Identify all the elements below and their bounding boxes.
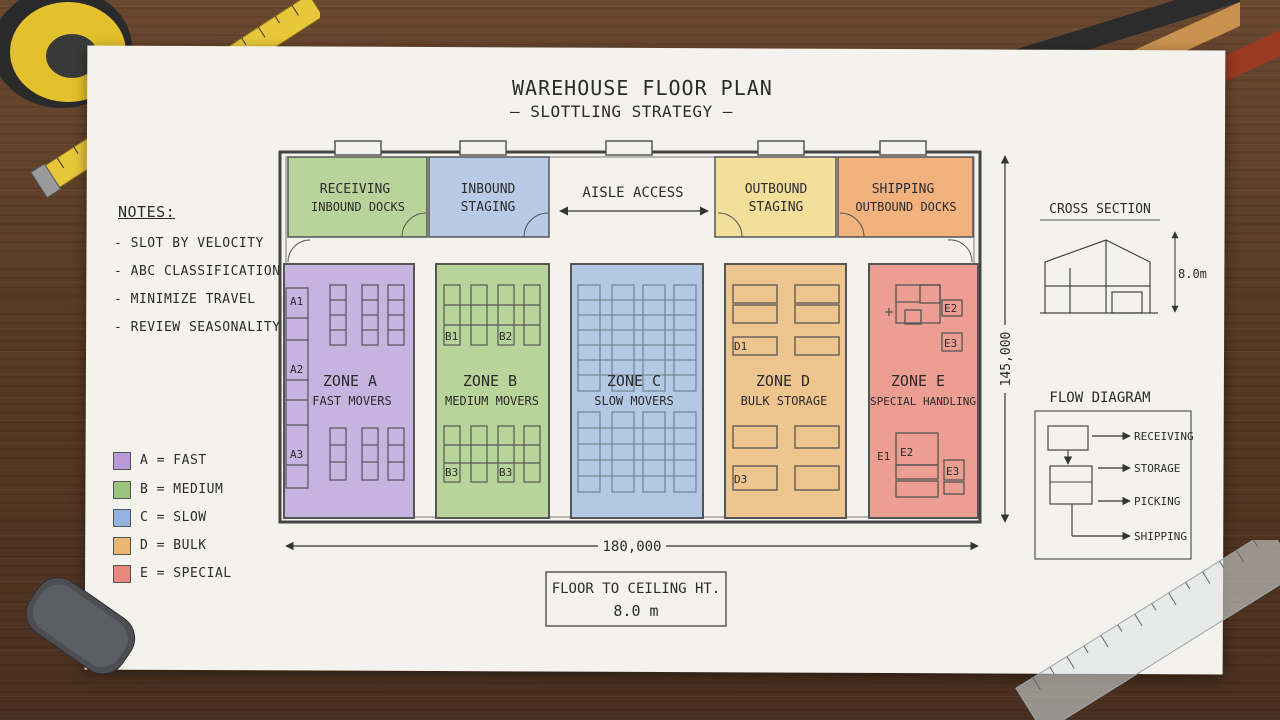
- slot-label: E2: [944, 302, 957, 315]
- plan-title: WAREHOUSE FLOOR PLAN: [512, 76, 773, 100]
- room-inbound-staging: [428, 156, 550, 238]
- zone-e-blocks: [885, 284, 965, 498]
- slot-label: A2: [290, 363, 303, 376]
- flow-step: RECEIVING: [1134, 430, 1194, 443]
- zone-a-desc: FAST MOVERS: [312, 394, 391, 408]
- room-receiving: [287, 156, 428, 238]
- note-item: - REVIEW SEASONALITY: [114, 320, 281, 335]
- room-outbound-line1: OUTBOUND: [745, 182, 808, 197]
- legend-label-b: B = MEDIUM: [140, 482, 224, 497]
- flow-step: SHIPPING: [1134, 530, 1187, 543]
- legend-swatch-e: [113, 565, 131, 583]
- note-item: - ABC CLASSIFICATION: [114, 264, 281, 279]
- aisle-access-label: AISLE ACCESS: [582, 185, 683, 201]
- room-shipping-line2: OUTBOUND DOCKS: [855, 200, 956, 214]
- ceiling-box: [545, 571, 727, 627]
- ruler: [1015, 540, 1280, 720]
- zone-c-name: ZONE C: [607, 372, 661, 390]
- flow-step: STORAGE: [1134, 462, 1180, 475]
- slot-label: B1: [445, 330, 458, 343]
- zone-e-desc: SPECIAL HANDLING: [870, 395, 976, 408]
- room-receiving-line2: INBOUND DOCKS: [311, 200, 405, 214]
- room-outbound-staging: [714, 156, 837, 238]
- legend-swatch-b: [113, 481, 131, 499]
- slot-label: E2: [900, 446, 913, 459]
- legend-label-a: A = FAST: [140, 453, 207, 468]
- legend-swatch-c: [113, 509, 131, 527]
- zone-d-name: ZONE D: [756, 372, 810, 390]
- dock-doors: [334, 140, 927, 156]
- legend-swatch-a: [113, 452, 131, 470]
- legend-swatch-d: [113, 537, 131, 555]
- legend-label-e: E = SPECIAL: [140, 566, 232, 581]
- legend-label-c: C = SLOW: [140, 510, 207, 525]
- zone-d-blocks: [732, 284, 840, 491]
- zone-e-name: ZONE E: [891, 372, 945, 390]
- cross-section-height: 8.0m: [1178, 267, 1207, 281]
- flow-diagram-title: FLOW DIAGRAM: [1049, 390, 1150, 406]
- eraser: [25, 577, 136, 675]
- zone-a-name: ZONE A: [323, 372, 377, 390]
- width-dimension: 180,000: [602, 539, 661, 555]
- zone-a-racks: [285, 284, 405, 489]
- zone-d-desc: BULK STORAGE: [741, 394, 828, 408]
- room-shipping: [837, 156, 974, 238]
- plan-subtitle: — SLOTTLING STRATEGY —: [510, 102, 733, 121]
- zone-b-desc: MEDIUM MOVERS: [445, 394, 539, 408]
- slot-label: B3: [445, 466, 458, 479]
- room-outbound-line2: STAGING: [749, 200, 804, 215]
- note-item: - MINIMIZE TRAVEL: [114, 292, 256, 307]
- cross-section-drawing: [1040, 239, 1158, 314]
- zone-c-racks: [577, 284, 697, 493]
- length-dimension: 145,000: [999, 332, 1014, 387]
- slot-label: E3: [944, 337, 957, 350]
- zone-c-desc: SLOW MOVERS: [594, 394, 673, 408]
- flow-step: PICKING: [1134, 495, 1180, 508]
- slot-label: A3: [290, 448, 303, 461]
- room-inbound-line1: INBOUND: [461, 182, 516, 197]
- flow-diagram-box: [1034, 410, 1192, 560]
- slot-label: A1: [290, 295, 303, 308]
- slot-label: E3: [946, 465, 959, 478]
- zone-e: [868, 263, 979, 519]
- zone-b-racks: [443, 284, 541, 483]
- zone-b-name: ZONE B: [463, 372, 517, 390]
- room-receiving-line1: RECEIVING: [320, 182, 391, 197]
- legend-label-d: D = BULK: [140, 538, 207, 553]
- slot-label: D1: [734, 340, 747, 353]
- zone-b: [435, 263, 550, 519]
- slot-label: B2: [499, 330, 512, 343]
- zone-a: [283, 263, 415, 519]
- slot-label: D3: [734, 473, 747, 486]
- slot-label: E1: [877, 450, 890, 463]
- room-shipping-line1: SHIPPING: [872, 182, 935, 197]
- ceiling-label: FLOOR TO CEILING HT.: [552, 581, 721, 597]
- zone-d: [724, 263, 847, 519]
- cross-section-title: CROSS SECTION: [1049, 202, 1151, 217]
- notes-heading: NOTES:: [118, 203, 176, 221]
- slot-label: B3: [499, 466, 512, 479]
- note-item: - SLOT BY VELOCITY: [114, 236, 264, 251]
- ceiling-value: 8.0 m: [613, 602, 658, 620]
- room-inbound-line2: STAGING: [461, 200, 516, 215]
